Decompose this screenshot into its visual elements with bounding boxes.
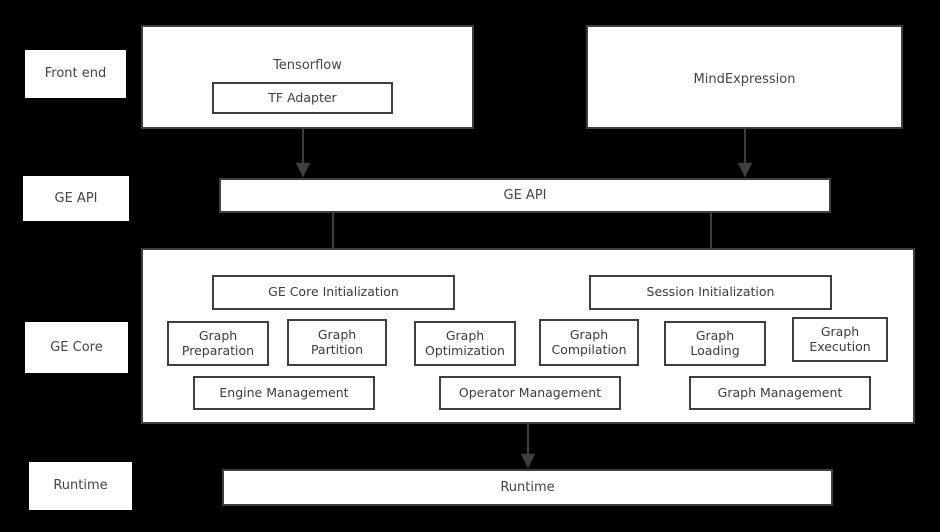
manager-engine-management[interactable]: Engine Management xyxy=(193,376,375,410)
mindexpression-panel[interactable]: MindExpression xyxy=(586,25,903,129)
tf-adapter-box[interactable]: TF Adapter xyxy=(212,82,393,114)
layer-label-ge-core: GE Core xyxy=(25,322,128,373)
manager-graph-management[interactable]: Graph Management xyxy=(689,376,871,410)
mindexpression-title: MindExpression xyxy=(693,72,796,87)
layer-label-ge-api: GE API xyxy=(23,176,129,221)
session-initialization-box[interactable]: Session Initialization xyxy=(589,275,832,310)
ge-core-initialization-box[interactable]: GE Core Initialization xyxy=(212,275,455,310)
module-graph-compilation[interactable]: Graph Compilation xyxy=(539,319,639,366)
ge-api-bar[interactable]: GE API xyxy=(219,178,831,213)
module-graph-loading[interactable]: Graph Loading xyxy=(664,321,766,366)
module-graph-optimization[interactable]: Graph Optimization xyxy=(414,321,516,366)
module-graph-execution[interactable]: Graph Execution xyxy=(792,317,888,362)
manager-operator-management[interactable]: Operator Management xyxy=(439,376,621,410)
layer-label-runtime: Runtime xyxy=(29,462,132,510)
module-graph-preparation[interactable]: Graph Preparation xyxy=(167,321,269,366)
module-graph-partition[interactable]: Graph Partition xyxy=(287,319,387,366)
tensorflow-title: Tensorflow xyxy=(273,58,342,73)
runtime-bar[interactable]: Runtime xyxy=(222,469,833,506)
layer-label-front-end: Front end xyxy=(25,50,126,98)
